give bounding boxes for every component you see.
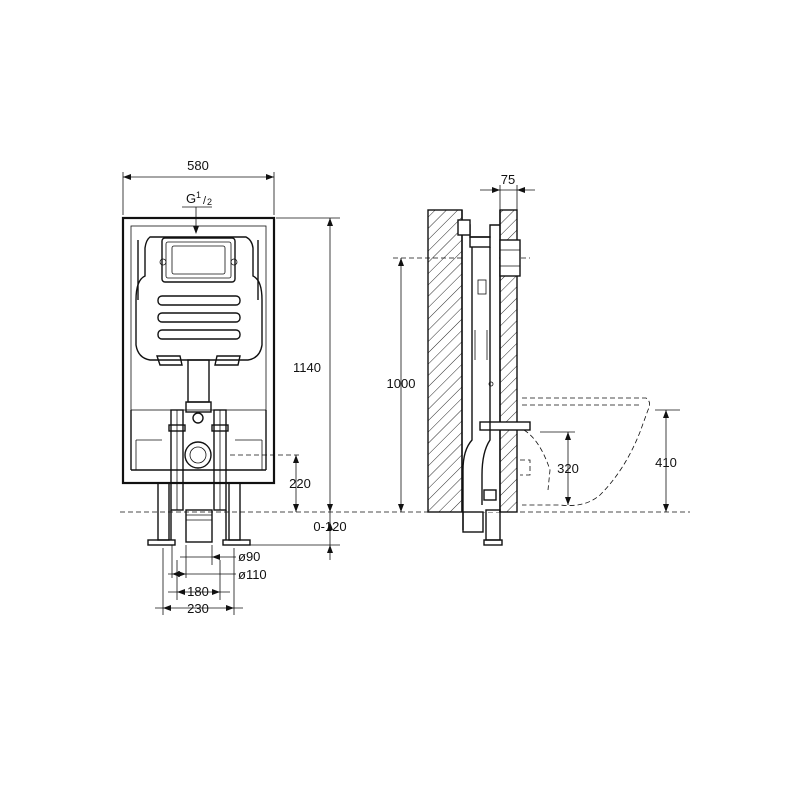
flush-pipe (187, 359, 210, 403)
cistern-rib (157, 329, 241, 340)
flush-outlet (499, 239, 521, 277)
dim-feet-outer-label: 230 (187, 601, 209, 616)
cistern-rib (157, 312, 241, 323)
dim-pipes: ø90 ø110 (168, 545, 267, 582)
dim-floor-adjust: 0-120 (250, 512, 347, 560)
bowl-connector (184, 441, 212, 469)
dim-bowl-outlet-label: 320 (557, 461, 579, 476)
dim-height: 1140 (276, 217, 340, 512)
leg-right (228, 482, 241, 541)
frame-outline (121, 216, 276, 485)
dim-width-label: 580 (187, 158, 209, 173)
drain-outlet (185, 509, 213, 543)
cistern-body (135, 236, 263, 361)
bowl-support-bar (479, 421, 531, 431)
dim-connection: G 1 / 2 (182, 190, 212, 234)
connection-label: G (186, 191, 196, 206)
dim-bowl-outlet: 320 (540, 431, 579, 505)
dim-bowl-height: 410 (655, 409, 680, 512)
dim-depth-label: 75 (501, 172, 515, 187)
connection-label-slash: / (203, 195, 207, 207)
dim-flush-height-label: 1000 (387, 376, 416, 391)
drain-bend (462, 400, 473, 512)
dim-bowl-height-label: 410 (655, 455, 677, 470)
cistern-rib (157, 295, 241, 306)
frame-inner-outline (130, 225, 267, 411)
dim-depth: 75 (480, 172, 535, 210)
side-view (427, 209, 650, 546)
flush-plate-opening (161, 237, 236, 283)
connection-label-sub: 2 (207, 197, 212, 207)
dim-pipe-small-label: ø90 (238, 549, 260, 564)
front-view (121, 216, 276, 546)
leg-left (157, 482, 170, 541)
toilet-bowl (522, 397, 650, 506)
dim-height-label: 1140 (293, 360, 321, 375)
dim-floor-adjust-label: 0-120 (313, 519, 346, 534)
back-wall (427, 209, 463, 513)
dim-width: 580 (122, 158, 275, 215)
dim-feet-inner-label: 180 (187, 584, 209, 599)
connection-label-sup: 1 (196, 190, 201, 200)
dim-drain-height-label: 220 (289, 476, 311, 491)
dim-feet: 180 230 (155, 548, 243, 616)
dim-flush-height: 1000 (387, 258, 416, 512)
dim-pipe-large-label: ø110 (238, 567, 267, 582)
dim-drain-height: 220 (289, 455, 311, 512)
